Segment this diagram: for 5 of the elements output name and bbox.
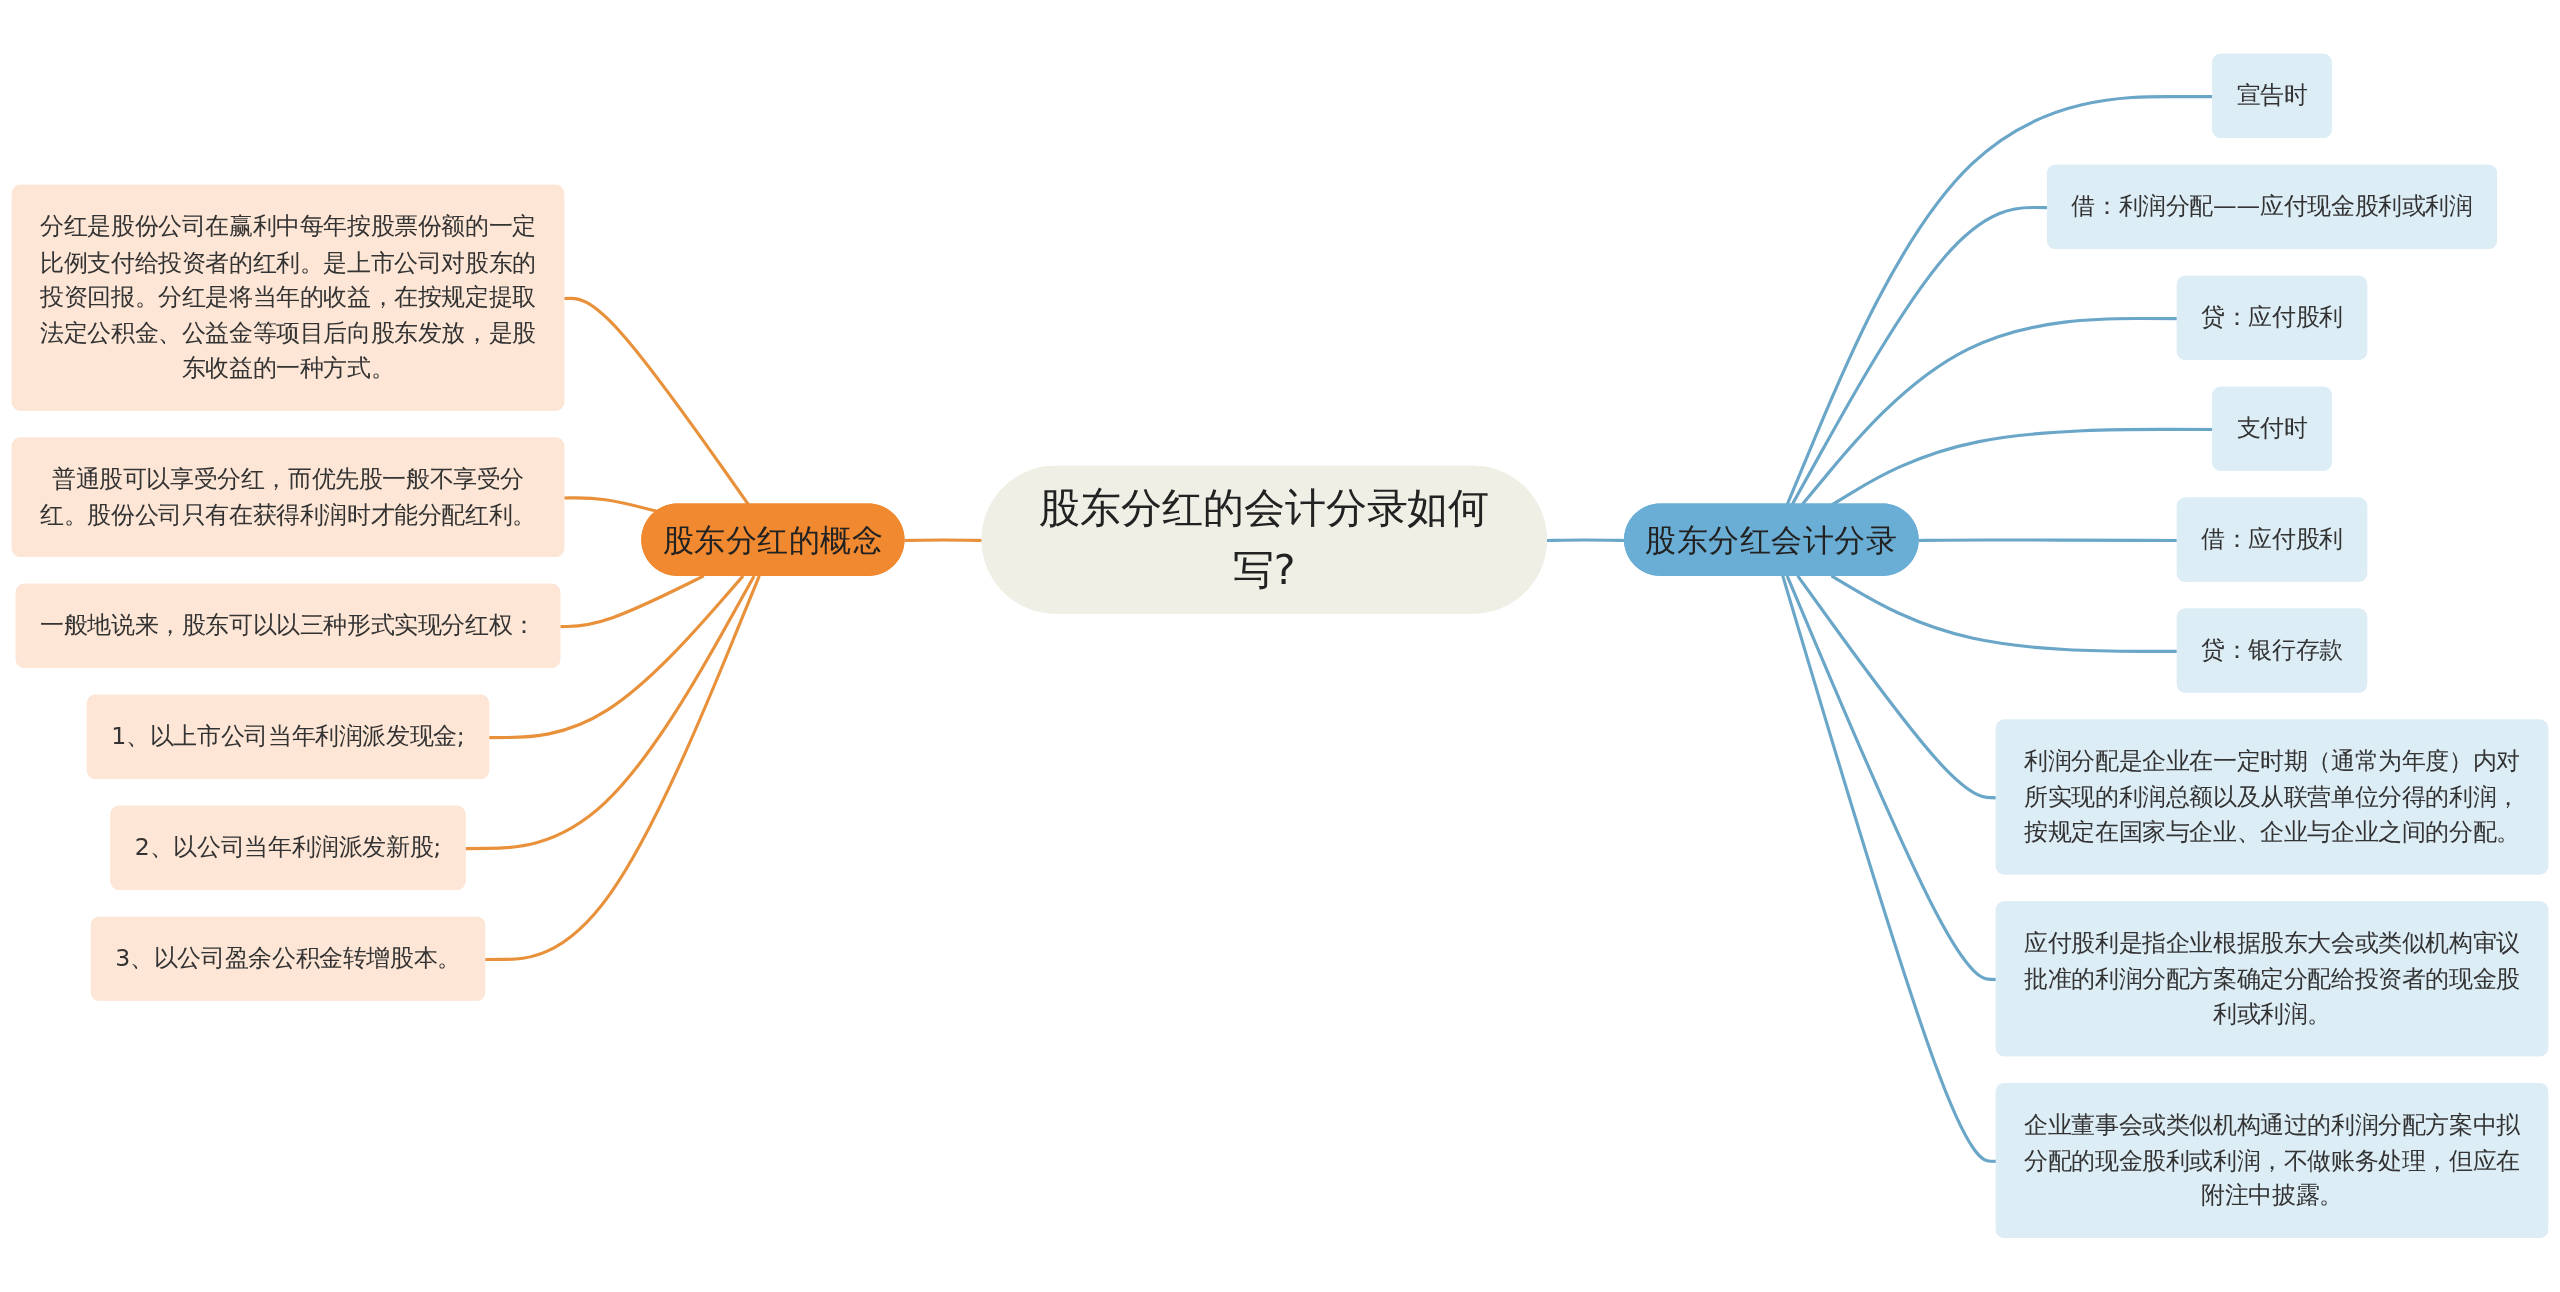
connector (564, 496, 659, 514)
connector (489, 574, 745, 740)
connector (485, 575, 761, 962)
connector (560, 574, 705, 629)
connector (465, 575, 756, 851)
